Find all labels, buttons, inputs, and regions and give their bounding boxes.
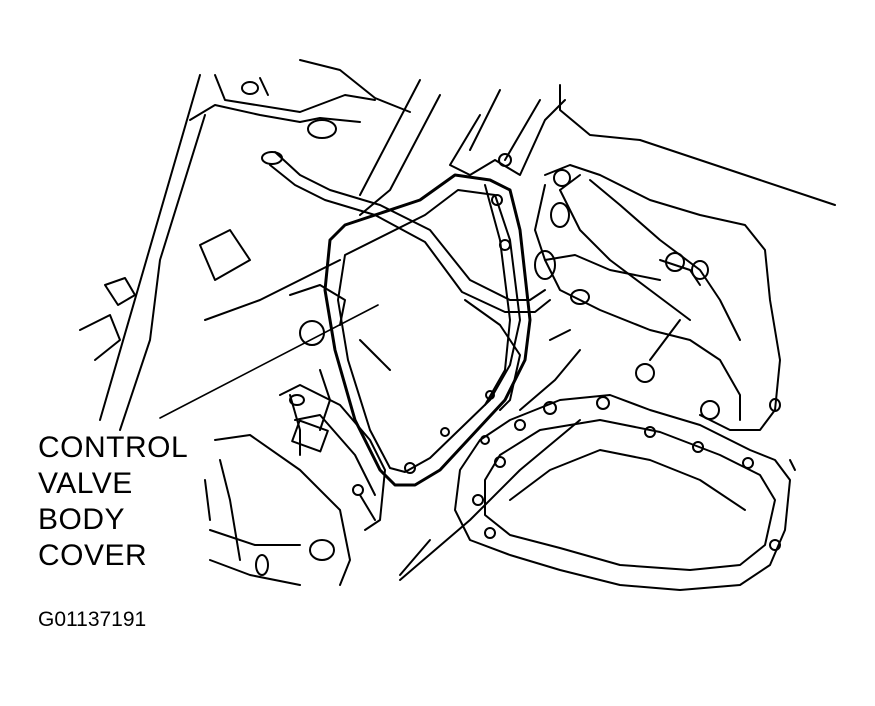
callout-line-3: BODY: [38, 503, 126, 536]
gasket-flange: [454, 394, 796, 591]
callout-leader-line: [159, 304, 379, 419]
figure-id: G01137191: [38, 608, 147, 631]
right-housing: [534, 139, 836, 431]
oil-tube: [261, 151, 551, 411]
lower-structure: [399, 329, 581, 581]
callout-line-2: VALVE: [38, 467, 133, 500]
callout-label: CONTROL VALVE BODY COVER: [38, 430, 188, 574]
callout-line-1: CONTROL: [38, 431, 189, 464]
lower-left-components: [204, 284, 391, 586]
callout-line-4: COVER: [38, 539, 148, 572]
center-bracket: [359, 79, 641, 216]
left-housing: [79, 59, 411, 431]
control-valve-body-cover: [323, 173, 532, 487]
